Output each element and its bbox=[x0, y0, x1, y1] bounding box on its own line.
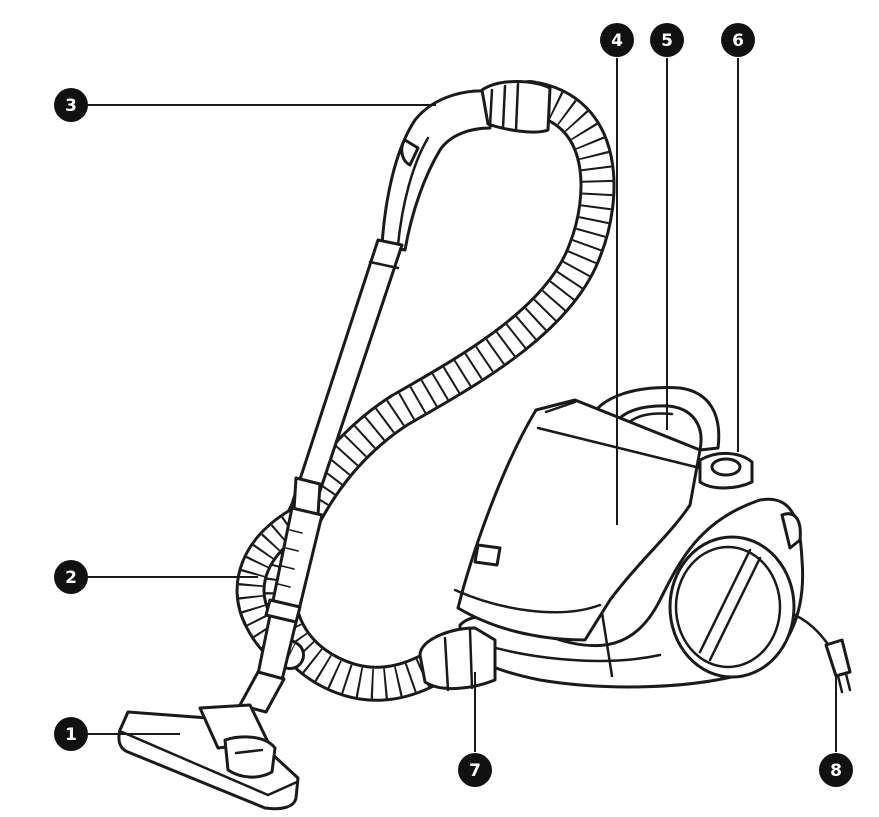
callout-label-1: 1 bbox=[65, 725, 77, 745]
callout-6: 6 bbox=[721, 23, 755, 57]
floor-nozzle bbox=[117, 703, 300, 811]
canister-body bbox=[418, 386, 805, 692]
rear-wheel bbox=[668, 535, 796, 679]
callout-1: 1 bbox=[54, 717, 88, 751]
callout-4: 4 bbox=[600, 23, 634, 57]
callout-label-7: 7 bbox=[469, 761, 481, 781]
hose-inlet bbox=[418, 626, 497, 692]
callout-label-4: 4 bbox=[611, 31, 623, 51]
callout-5: 5 bbox=[650, 23, 684, 57]
callout-label-5: 5 bbox=[661, 31, 673, 51]
callout-7: 7 bbox=[458, 753, 492, 787]
callout-label-2: 2 bbox=[65, 568, 77, 588]
callout-8: 8 bbox=[819, 753, 853, 787]
flexible-hose bbox=[261, 80, 616, 702]
telescopic-tube bbox=[238, 238, 404, 714]
callout-label-8: 8 bbox=[830, 761, 842, 781]
power-cord bbox=[793, 613, 852, 694]
callout-2: 2 bbox=[54, 560, 88, 594]
callout-3: 3 bbox=[54, 88, 88, 122]
callout-label-6: 6 bbox=[732, 31, 744, 51]
callout-label-3: 3 bbox=[65, 96, 77, 116]
hose-handle bbox=[380, 80, 552, 252]
